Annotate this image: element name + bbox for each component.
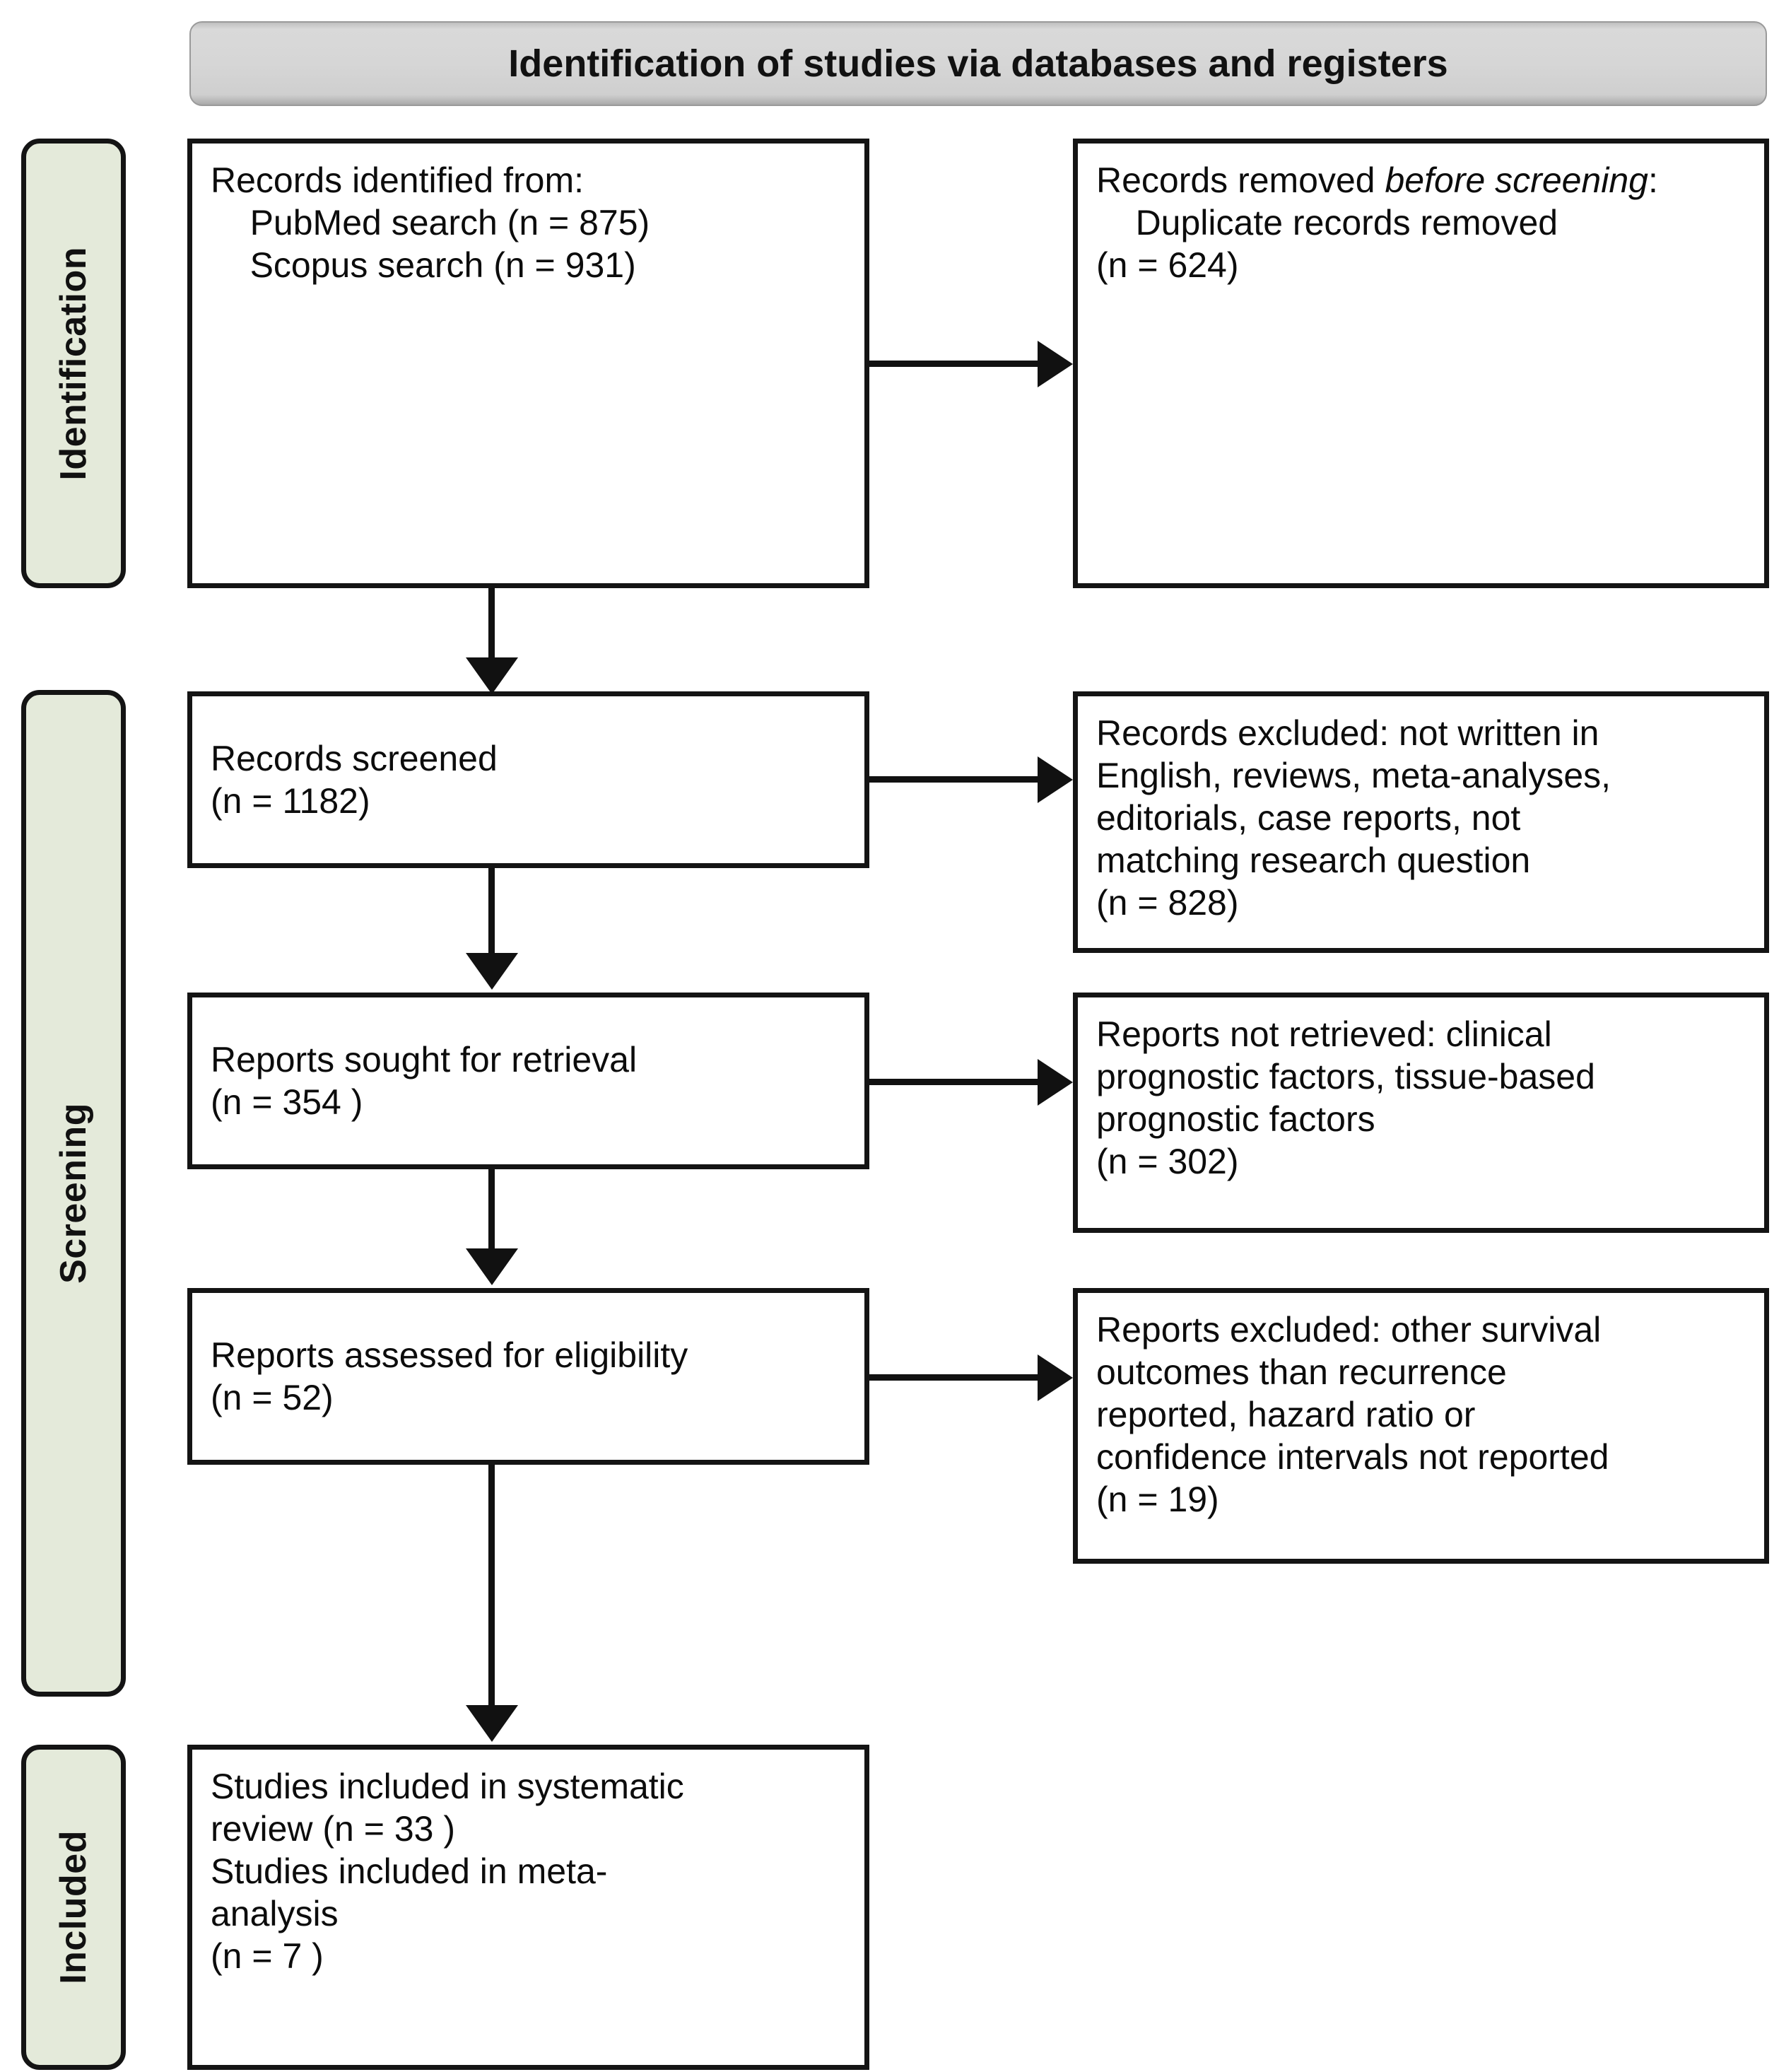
records-removed-italic-phrase: before screening — [1385, 160, 1648, 200]
phase-label-screening: Screening — [21, 690, 126, 1697]
box-reports-not-retrieved-text: Reports not retrieved: clinical prognost… — [1096, 1014, 1595, 1181]
arrowhead-right-to-not-retrieved — [1038, 1059, 1073, 1106]
phase-label-included: Included — [21, 1745, 126, 2070]
connector-identified-to-removed — [869, 361, 1040, 367]
arrowhead-down-to-sought — [466, 953, 518, 990]
records-removed-detail: Duplicate records removed (n = 624) — [1096, 203, 1558, 285]
connector-sought-to-not-retrieved — [869, 1079, 1040, 1085]
box-reports-excluded-text: Reports excluded: other survival outcome… — [1096, 1310, 1609, 1519]
diagram-title: Identification of studies via databases … — [508, 42, 1448, 85]
box-records-excluded-text: Records excluded: not written in English… — [1096, 713, 1611, 923]
connector-screened-to-sought — [488, 868, 495, 954]
box-reports-sought-for-retrieval: Reports sought for retrieval (n = 354 ) — [187, 993, 869, 1169]
arrowhead-down-to-assessed — [466, 1248, 518, 1285]
connector-assessed-to-reports-excluded — [869, 1374, 1040, 1381]
box-reports-not-retrieved: Reports not retrieved: clinical prognost… — [1073, 993, 1769, 1233]
box-records-screened-text: Records screened (n = 1182) — [211, 739, 498, 821]
arrowhead-down-to-screened — [466, 657, 518, 694]
diagram-header-banner: Identification of studies via databases … — [189, 21, 1767, 106]
box-reports-excluded: Reports excluded: other survival outcome… — [1073, 1288, 1769, 1564]
box-records-removed-before-screening: Records removed before screening: Duplic… — [1073, 139, 1769, 588]
records-removed-lead-tail: : — [1648, 160, 1658, 200]
box-records-excluded: Records excluded: not written in English… — [1073, 691, 1769, 953]
box-records-identified-text: Records identified from: PubMed search (… — [211, 160, 650, 285]
phase-label-identification-text: Identification — [53, 246, 94, 481]
box-records-removed-before-screening-text: Records removed before screening: Duplic… — [1096, 159, 1658, 286]
connector-sought-to-assessed — [488, 1169, 495, 1250]
box-reports-assessed-for-eligibility-text: Reports assessed for eligibility (n = 52… — [211, 1335, 688, 1417]
connector-screened-to-excluded — [869, 776, 1040, 783]
connector-assessed-to-included — [488, 1465, 495, 1707]
box-records-screened: Records screened (n = 1182) — [187, 691, 869, 868]
arrowhead-right-to-reports-excluded — [1038, 1354, 1073, 1401]
arrowhead-down-to-included — [466, 1705, 518, 1742]
box-records-identified: Records identified from: PubMed search (… — [187, 139, 869, 588]
phase-label-screening-text: Screening — [53, 1103, 94, 1284]
phase-label-identification: Identification — [21, 139, 126, 588]
arrowhead-right-to-removed — [1038, 341, 1073, 387]
box-studies-included-text: Studies included in systematic review (n… — [211, 1767, 684, 1976]
box-reports-sought-for-retrieval-text: Reports sought for retrieval (n = 354 ) — [211, 1040, 638, 1122]
box-studies-included: Studies included in systematic review (n… — [187, 1745, 869, 2070]
records-removed-lead: Records removed — [1096, 160, 1385, 200]
connector-identified-to-screened — [488, 588, 495, 660]
arrowhead-right-to-excluded — [1038, 756, 1073, 803]
box-reports-assessed-for-eligibility: Reports assessed for eligibility (n = 52… — [187, 1288, 869, 1465]
phase-label-included-text: Included — [53, 1830, 94, 1984]
